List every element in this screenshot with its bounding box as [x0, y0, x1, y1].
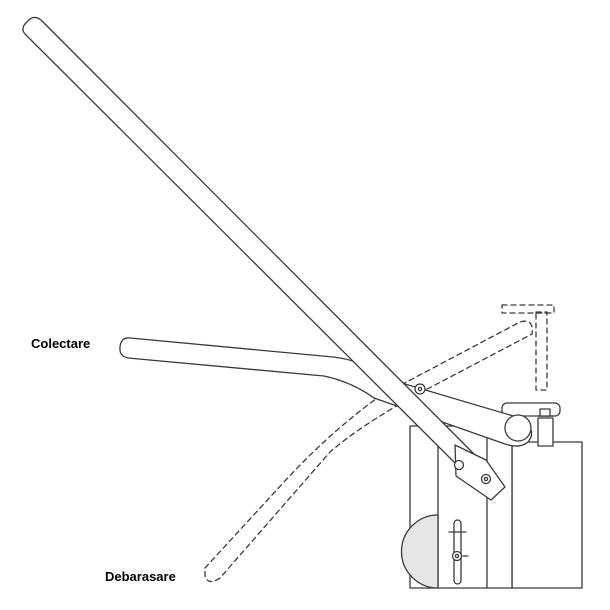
vertical-column — [501, 402, 561, 447]
long-handle — [22, 16, 506, 501]
collect-position-label: Colectare — [31, 336, 91, 351]
pivot-bolt — [414, 383, 426, 395]
discard-position-label: Debarasare — [105, 569, 176, 584]
adjust-slot — [448, 519, 469, 585]
collect-handle — [119, 337, 533, 447]
wheel — [400, 514, 439, 589]
discard-handle-dashed — [204, 304, 555, 583]
